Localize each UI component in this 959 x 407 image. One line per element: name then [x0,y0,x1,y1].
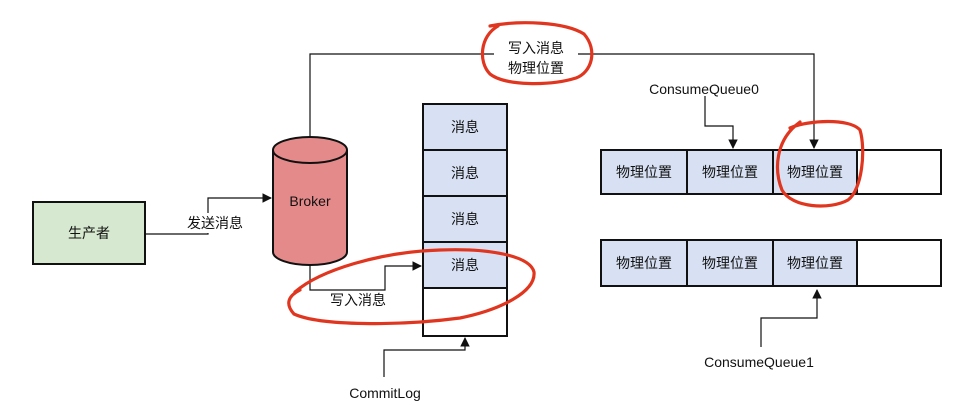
consumequeue1-row: 物理位置 物理位置 物理位置 [600,239,942,287]
queue0-cell-empty [856,149,942,195]
queue1-cell [686,239,774,287]
commitlog-cell-label: 消息 [451,165,479,182]
commitlog-cell-label: 消息 [451,211,479,228]
commitlog-cell-label: 消息 [451,257,479,274]
queue1-cell [772,239,858,287]
queue1-cell-label: 物理位置 [787,256,843,272]
commitlog-pointer: CommitLog [349,337,470,401]
consumequeue0-pointer: ConsumeQueue0 [649,81,759,149]
send-arrow: 发送消息 [145,193,272,235]
queue1-cell-label: 物理位置 [616,256,672,272]
consumequeue1-pointer: ConsumeQueue1 [704,289,822,370]
queue1-cell-empty [856,239,942,287]
broker-node: Broker [272,136,348,266]
commitlog-cell-label: 消息 [451,119,479,136]
write-top-line1: 写入消息 [508,40,564,57]
consumequeue0-row: 物理位置 物理位置 物理位置 [600,149,942,195]
queue1-cell [600,239,688,287]
queue0-cell [772,149,858,195]
commitlog-label: CommitLog [349,385,421,401]
queue0-cell-label: 物理位置 [616,165,672,181]
queue1-cell-label: 物理位置 [702,256,758,272]
queue1-label: ConsumeQueue1 [704,354,814,370]
producer-node: 生产者 [32,201,146,265]
queue0-cell-label: 物理位置 [787,165,843,181]
write-bottom-label: 写入消息 [330,292,386,309]
producer-label: 生产者 [68,226,110,242]
highlight-circle-top-label [480,21,594,86]
write-position-arrow: 写入消息 物理位置 [309,36,819,149]
write-top-line2: 物理位置 [508,61,564,77]
queue0-cell [600,149,688,195]
queue0-label: ConsumeQueue0 [649,81,759,97]
commitlog-stack: 消息 消息 消息 消息 [422,103,508,337]
queue0-cell-label: 物理位置 [702,165,758,181]
send-label: 发送消息 [187,215,243,232]
highlight-circle-write-message [287,248,536,326]
broker-label: Broker [289,193,331,209]
commitlog-cell-empty [422,287,508,337]
highlight-circle-queue-position [776,119,865,208]
